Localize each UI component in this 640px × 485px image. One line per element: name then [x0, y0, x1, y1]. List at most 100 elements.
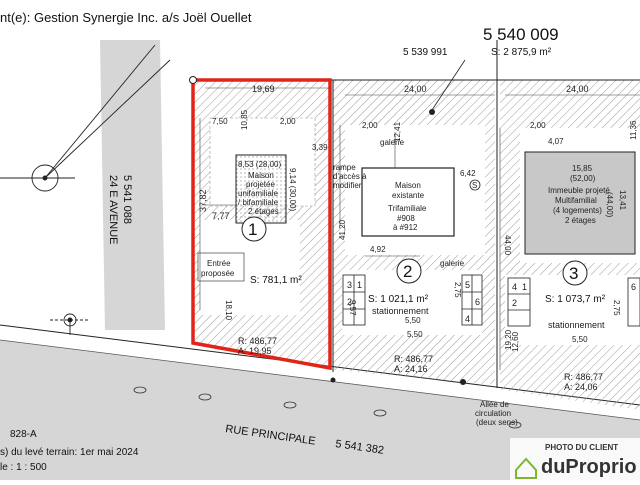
svg-text:24,00: 24,00 [404, 84, 427, 94]
svg-text:12,60: 12,60 [511, 331, 520, 352]
svg-text:S: S [472, 181, 477, 190]
client-header: nt(e): Gestion Synergie Inc. a/s Joël Ou… [0, 10, 252, 25]
avenue-lot-label: 5 541 088 [121, 175, 133, 224]
svg-text:galerie: galerie [380, 138, 405, 147]
svg-text:18,10: 18,10 [224, 300, 233, 321]
svg-text:2,75: 2,75 [612, 300, 621, 316]
svg-text:2,75: 2,75 [453, 282, 462, 298]
svg-text:Maison: Maison [248, 171, 274, 180]
svg-text:(44,00): (44,00) [605, 192, 614, 218]
svg-text:7,50: 7,50 [212, 117, 228, 126]
footer-scale: le : 1 : 500 [0, 462, 47, 473]
footer-lot: 828-A [10, 429, 37, 440]
footer-survey-date: s) du levé terrain: 1er mai 2024 [0, 447, 139, 458]
svg-text:circulation: circulation [475, 409, 511, 418]
svg-text:4: 4 [465, 314, 470, 324]
svg-text:2,00: 2,00 [280, 117, 296, 126]
svg-text:2 étages: 2 étages [565, 216, 596, 225]
lot1-number: 1 [248, 220, 257, 239]
house-logo-icon [515, 457, 537, 479]
svg-text:1: 1 [357, 280, 362, 290]
svg-text:7,77: 7,77 [212, 211, 230, 221]
svg-text:galerie: galerie [440, 259, 465, 268]
duproprio-watermark: PHOTO DU CLIENT duProprio [510, 438, 640, 480]
svg-text:à #912: à #912 [393, 223, 418, 232]
svg-text:5,50: 5,50 [407, 330, 423, 339]
svg-text:Multifamilial: Multifamilial [555, 196, 597, 205]
svg-text:R: 486,77: R: 486,77 [564, 372, 603, 382]
svg-text:unifamiliale: unifamiliale [238, 189, 279, 198]
svg-text:12,41: 12,41 [393, 121, 402, 142]
svg-text:2: 2 [347, 297, 352, 307]
lot2-area: S: 1 021,1 m² [368, 294, 429, 305]
svg-text:(deux sens): (deux sens) [476, 418, 518, 427]
svg-text:4,92: 4,92 [370, 245, 386, 254]
lot1-entry-box [197, 252, 245, 282]
svg-text:19,20: 19,20 [504, 329, 513, 350]
svg-text:(4 logements): (4 logements) [553, 206, 602, 215]
lot3-parking [507, 277, 640, 327]
svg-text:9,57: 9,57 [348, 300, 357, 316]
svg-text:Trifamiliale: Trifamiliale [388, 204, 427, 213]
svg-text:15,85: 15,85 [572, 164, 593, 173]
svg-text:proposée: proposée [201, 269, 235, 278]
svg-text:2,00: 2,00 [530, 121, 546, 130]
svg-text:Immeuble projeté: Immeuble projeté [548, 186, 610, 195]
svg-text:#908: #908 [397, 214, 415, 223]
svg-text:6: 6 [631, 282, 636, 292]
avenue-road [100, 40, 165, 330]
svg-text:1: 1 [522, 282, 527, 292]
svg-text:/ bifamiliale: / bifamiliale [238, 198, 279, 207]
principale-road [0, 340, 640, 480]
lot1-area: S: 781,1 m² [250, 275, 302, 286]
svg-text:(52,00): (52,00) [570, 174, 596, 183]
svg-text:4: 4 [512, 282, 517, 292]
svg-text:6,42: 6,42 [460, 169, 476, 178]
svg-text:11,36: 11,36 [629, 120, 638, 140]
svg-text:19,69: 19,69 [252, 84, 275, 94]
svg-text:5,50: 5,50 [405, 316, 421, 325]
svg-text:3,39: 3,39 [312, 143, 328, 152]
svg-text:44,00: 44,00 [503, 235, 512, 256]
svg-text:stationnement: stationnement [372, 306, 429, 316]
lot2-number: 2 [403, 262, 412, 281]
svg-text:modifier: modifier [333, 181, 362, 190]
svg-text:2: 2 [512, 298, 517, 308]
svg-text:9,14 (30,00): 9,14 (30,00) [288, 168, 297, 211]
svg-text:10,85: 10,85 [240, 109, 249, 130]
svg-text:3: 3 [347, 280, 352, 290]
svg-text:projetée: projetée [246, 180, 275, 189]
svg-text:6: 6 [475, 297, 480, 307]
svg-text:Maison: Maison [395, 181, 421, 190]
svg-text:2,00: 2,00 [362, 121, 378, 130]
lot3-number: 3 [569, 264, 578, 283]
svg-text:stationnement: stationnement [548, 320, 605, 330]
svg-text:4,07: 4,07 [548, 137, 564, 146]
svg-text:existante: existante [392, 191, 425, 200]
hedge-symbols [133, 386, 522, 429]
north-arrow [0, 44, 171, 192]
svg-text:A: 24,16: A: 24,16 [394, 364, 428, 374]
lot2-parking [342, 274, 483, 326]
avenue-label: 24 E AVENUE [107, 175, 119, 245]
survey-marker [50, 313, 90, 335]
svg-text:A: 24,06: A: 24,06 [564, 382, 598, 392]
big-lot-number: 5 540 009 [483, 25, 559, 44]
svg-text:A: 19,95: A: 19,95 [238, 346, 272, 356]
svg-text:R: 486,77: R: 486,77 [238, 336, 277, 346]
svg-text:2 étages: 2 étages [248, 207, 279, 216]
watermark-caption: PHOTO DU CLIENT [545, 443, 618, 452]
lot-5539991: 5 539 991 [403, 47, 448, 58]
svg-text:R: 486,77: R: 486,77 [394, 354, 433, 364]
lot1-house [235, 154, 287, 224]
svg-text:d'accès à: d'accès à [333, 172, 367, 181]
svg-text:5: 5 [465, 280, 470, 290]
lot1-outline [191, 78, 332, 371]
svg-text:37,82: 37,82 [198, 189, 208, 212]
svg-text:Allée de: Allée de [480, 400, 509, 409]
svg-text:5,50: 5,50 [572, 335, 588, 344]
svg-text:Entrée: Entrée [207, 259, 231, 268]
big-lot-area: S: 2 875,9 m² [491, 47, 552, 58]
